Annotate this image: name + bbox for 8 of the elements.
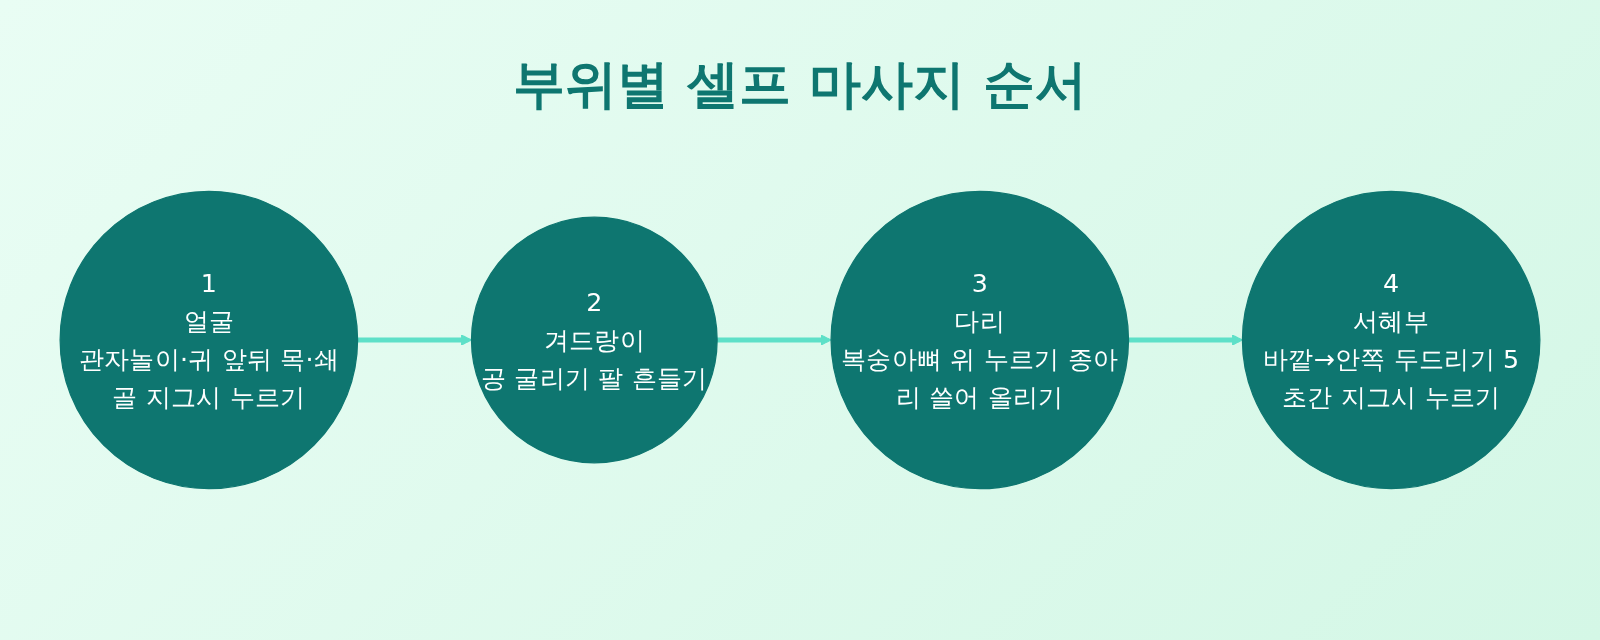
diagram-title: 부위별 셀프 마사지 순서 [512,53,1088,116]
node-circle: 2 겨드랑이 공 굴리기 팔 흔들기 [470,216,718,464]
node-circle: 3 다리 복숭아뼈 위 누르기 종아리 쓸어 올리기 [830,190,1130,490]
node-circle: 4 서혜부 바깥→안쪽 두드리기 5초간 지그시 누르기 [1241,190,1541,490]
arrow [357,334,472,346]
arrow [717,334,832,346]
arrow [1128,334,1243,346]
node-circle: 1 얼굴 관자놀이·귀 앞뒤 목·쇄골 지그시 누르기 [59,190,359,490]
